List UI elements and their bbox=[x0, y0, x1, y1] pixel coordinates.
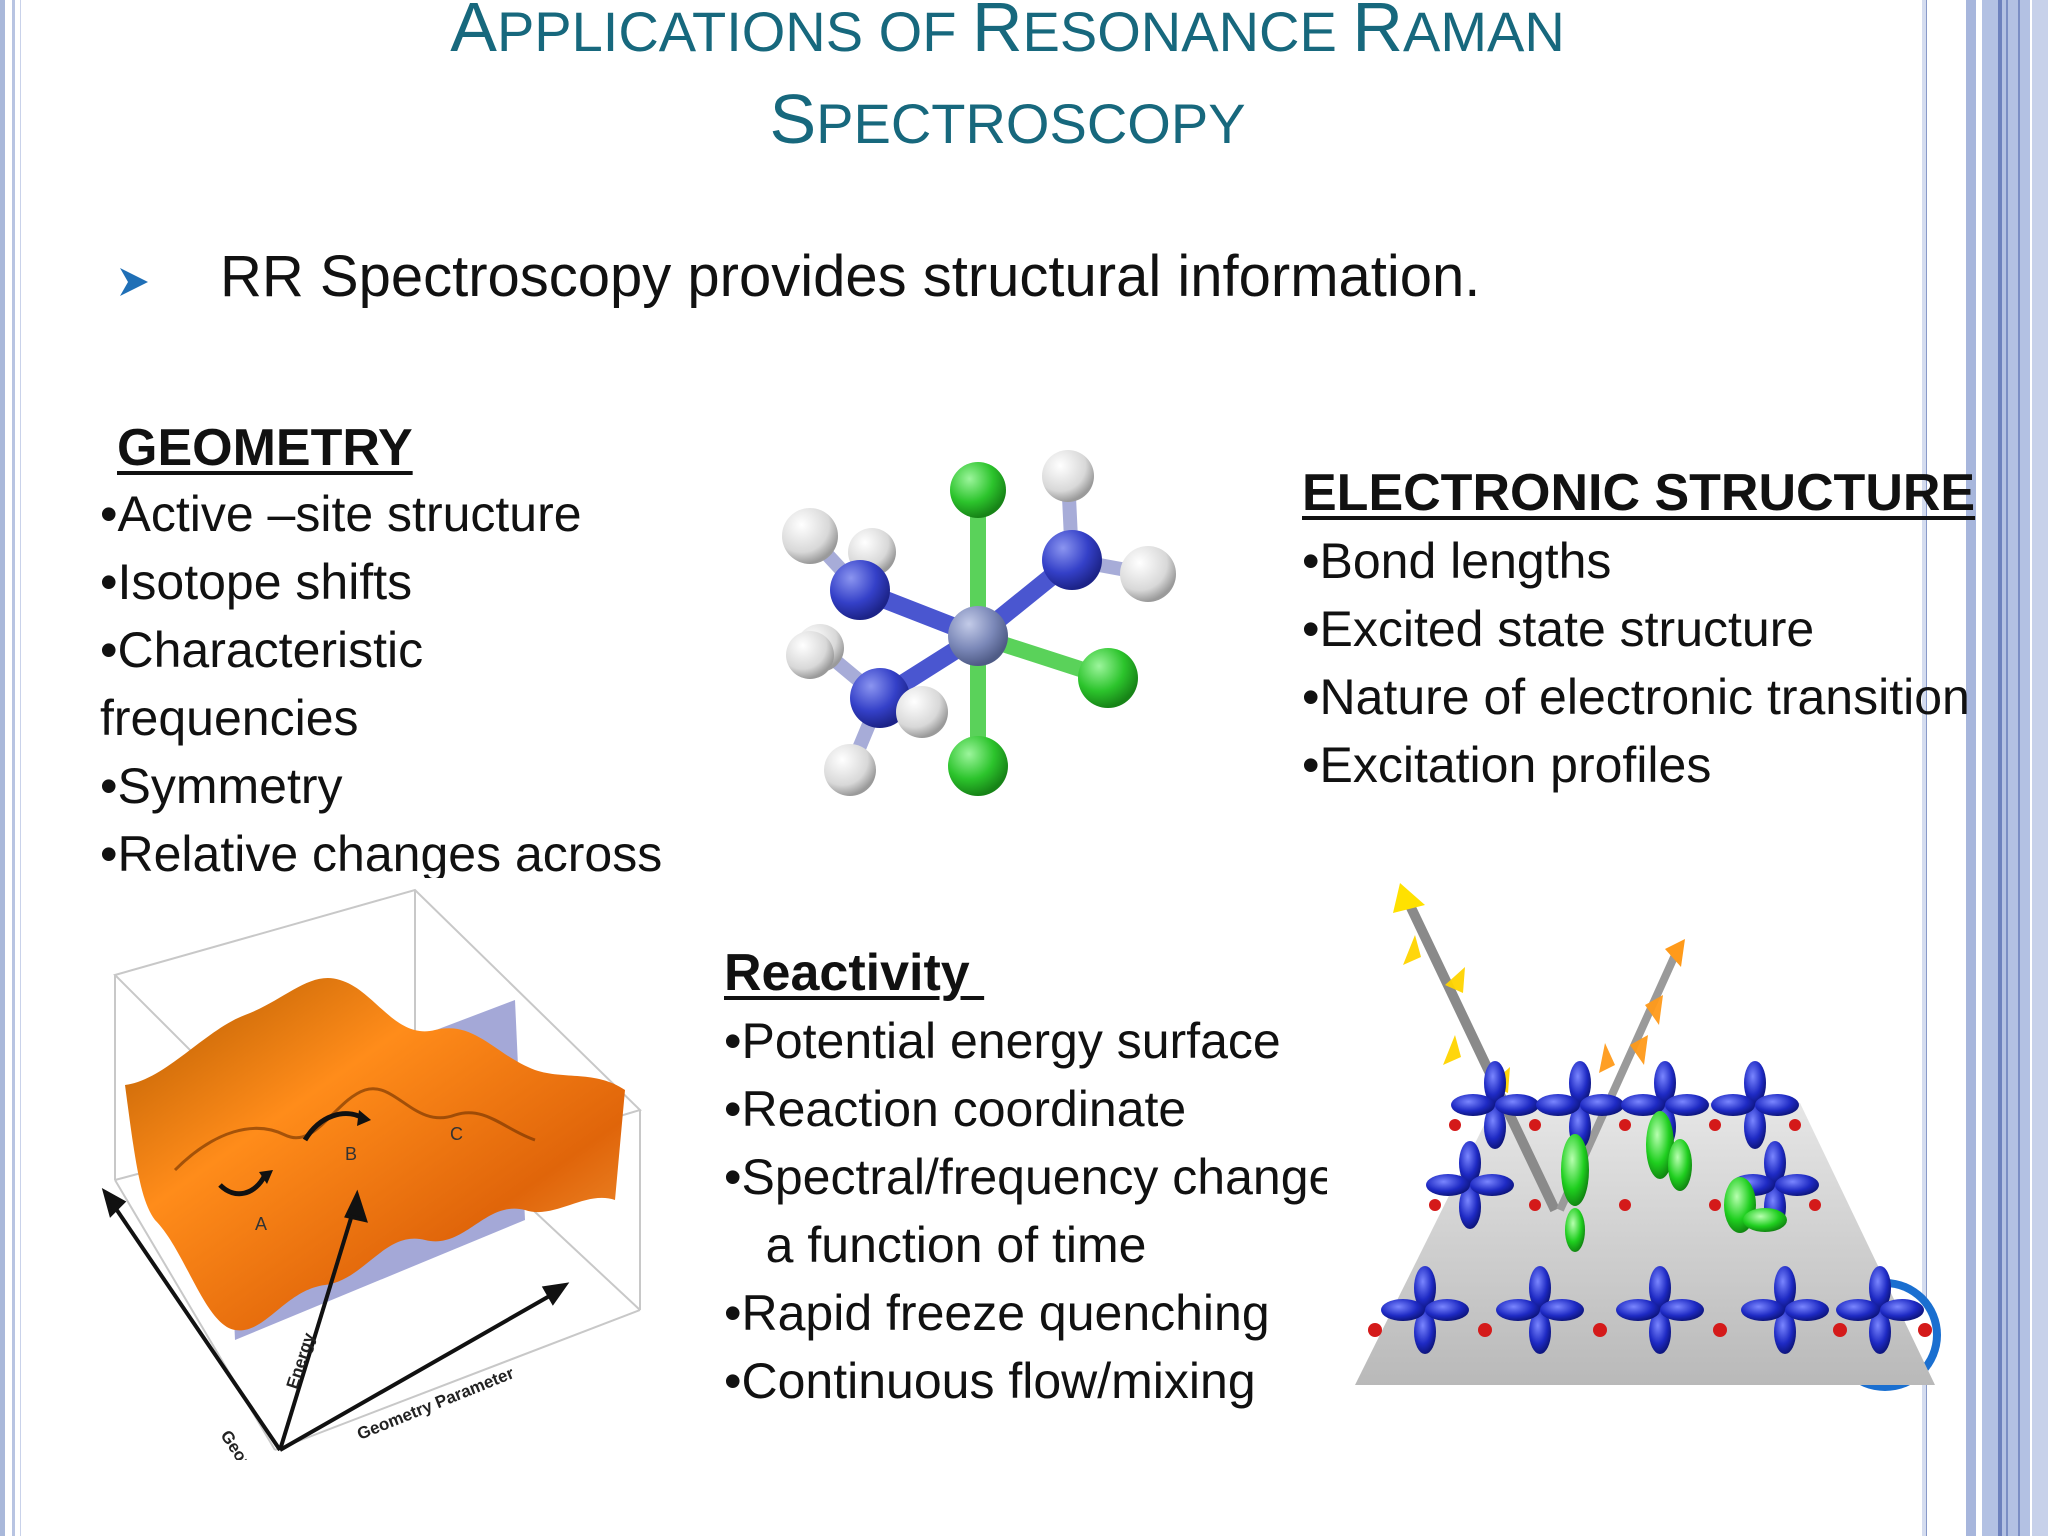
electronic-item: •Bond lengths bbox=[1302, 533, 1612, 589]
reactivity-clip: Reactivity •Potential energy surface •Re… bbox=[722, 935, 1327, 1415]
geometry-item: •Isotope shifts bbox=[100, 554, 413, 610]
electronic-heading: ELECTRONIC STRUCTURE bbox=[1302, 464, 1976, 522]
left-border-inner bbox=[12, 0, 15, 1536]
geometry-item: •Characteristic bbox=[100, 622, 424, 678]
geometry-item: •Relative changes across bbox=[100, 826, 663, 878]
left-border bbox=[0, 0, 5, 1536]
molecule-illustration bbox=[782, 450, 1176, 796]
reactivity-item: •Rapid freeze quenching bbox=[724, 1285, 1270, 1341]
electronic-item: •Excitation profiles bbox=[1302, 737, 1712, 793]
right-decoration bbox=[1922, 0, 2048, 1536]
orbital-surface-illustration bbox=[1355, 883, 1941, 1391]
geometry-item: frequencies bbox=[100, 690, 359, 746]
slide-title-line-2: SPECTROSCOPY bbox=[769, 80, 1246, 158]
chevron-right-icon bbox=[120, 268, 148, 296]
reactivity-heading: Reactivity bbox=[724, 944, 985, 1002]
point-label-c: C bbox=[450, 1124, 463, 1144]
geometry-list: •Active –site structure •Isotope shifts … bbox=[100, 480, 662, 878]
point-label-a: A bbox=[255, 1214, 267, 1234]
geometry-list-clip: •Active –site structure •Isotope shifts … bbox=[98, 480, 758, 878]
reactivity-list: •Potential energy surface •Reaction coor… bbox=[724, 1007, 1327, 1415]
axis-label-geometry-2: Geometry Parameter bbox=[354, 1363, 517, 1443]
geometry-item: •Symmetry bbox=[100, 758, 343, 814]
electronic-item: •Excited state structure bbox=[1302, 601, 1815, 657]
reactivity-item: •Potential energy surface bbox=[724, 1013, 1281, 1069]
main-bullet-text: RR Spectroscopy provides structural info… bbox=[220, 244, 1481, 309]
reactivity-item: •Spectral/frequency changes as bbox=[724, 1149, 1327, 1205]
electronic-list: •Bond lengths •Excited state structure •… bbox=[1302, 527, 1970, 799]
electronic-item: •Nature of electronic transition bbox=[1302, 669, 1970, 725]
axis-label-energy: Energy bbox=[283, 1330, 319, 1391]
reactivity-item: a function of time bbox=[724, 1217, 1147, 1273]
point-label-b: B bbox=[345, 1144, 357, 1164]
geometry-item: •Active –site structure bbox=[100, 486, 582, 542]
electronic-clip: ELECTRONIC STRUCTURE •Bond lengths •Exci… bbox=[1300, 455, 2048, 815]
geometry-heading: GEOMETRY bbox=[117, 419, 413, 477]
reactivity-item: •Continuous flow/mixing bbox=[724, 1353, 1256, 1409]
reactivity-item: •Reaction coordinate bbox=[724, 1081, 1187, 1137]
energy-surface-illustration: A B C Geometry Parameter Energy Geometry… bbox=[101, 888, 642, 1460]
slide-title-line-1: APPLICATIONS OF RESONANCE RAMAN bbox=[450, 0, 1565, 66]
left-border-thin bbox=[20, 0, 21, 1536]
